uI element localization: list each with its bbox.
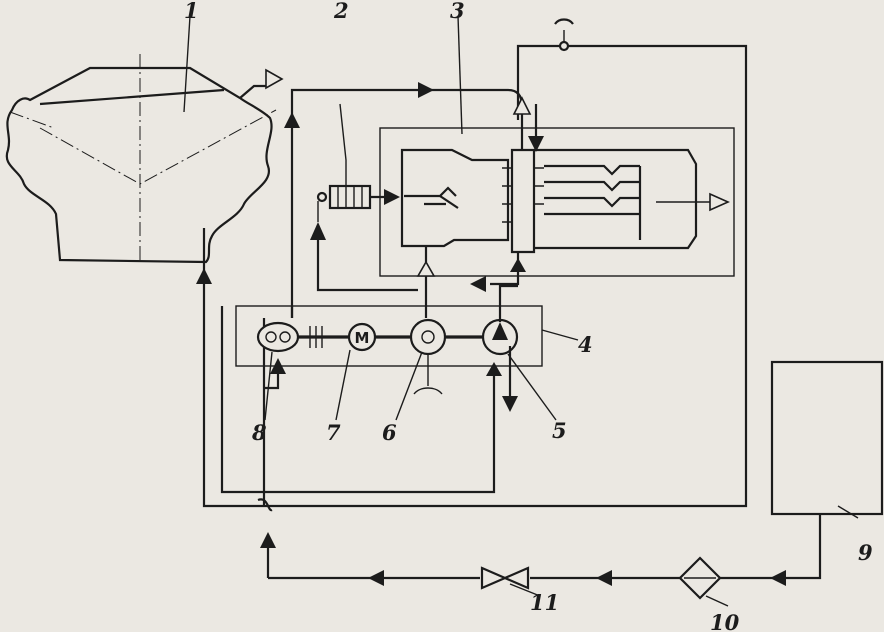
top-line-riser-arrow: [284, 112, 300, 128]
supply-arrow-a: [368, 570, 384, 586]
gear-pump: [256, 321, 300, 353]
label-5: 5: [552, 418, 567, 443]
pressure-regulator: [316, 103, 400, 222]
motor-symbol: M: [355, 329, 370, 347]
drive-unit: M: [235, 300, 579, 412]
top-line-arrow: [418, 82, 434, 98]
labels: 1 2 3 4 5 6 7 8 9 10 11: [184, 0, 873, 632]
supply-arrow-c: [770, 570, 786, 586]
rail-return-arrow: [528, 136, 544, 152]
block-outlet-arrow: [709, 192, 730, 212]
regulator-outlet-arrow: [384, 189, 400, 205]
pipe-network: [196, 44, 822, 586]
label-1: 1: [184, 0, 199, 23]
fuel-tank: [770, 360, 884, 516]
electric-motor: [347, 322, 377, 352]
drain-arrow: [502, 396, 518, 412]
label-7: 7: [326, 420, 341, 445]
pressure-gauge: [554, 18, 574, 52]
label-10: 10: [710, 610, 740, 632]
engine-feed-arrow: [196, 268, 212, 284]
leader-lines: [183, 15, 859, 607]
engine-exhaust-arrow: [265, 68, 284, 90]
reg-feed-arrow: [310, 222, 326, 240]
fuel-filter: [678, 556, 722, 600]
label-9: 9: [858, 540, 873, 565]
label-11: 11: [530, 590, 559, 615]
rail-bottom-arrow: [510, 258, 526, 272]
gear-pump-inlet-arrow: [270, 358, 286, 374]
label-4: 4: [578, 332, 593, 357]
rail-top-arrow: [512, 96, 532, 115]
injection-pump-block: [379, 96, 735, 318]
supply-riser-arrow: [260, 532, 276, 548]
blower: [409, 318, 447, 356]
fuel-pump-inlet-arrow: [486, 362, 502, 376]
supply-arrow-b: [596, 570, 612, 586]
return-line-arrow: [470, 276, 486, 292]
fuel-pump-outlet-arrow: [492, 322, 508, 340]
label-2: 2: [333, 0, 349, 23]
label-3: 3: [450, 0, 465, 23]
engine-unit: [5, 54, 284, 268]
label-6: 6: [382, 420, 397, 445]
block-feed-arrow: [416, 260, 436, 277]
shutoff-valve: [480, 566, 530, 590]
label-8: 8: [251, 420, 267, 445]
